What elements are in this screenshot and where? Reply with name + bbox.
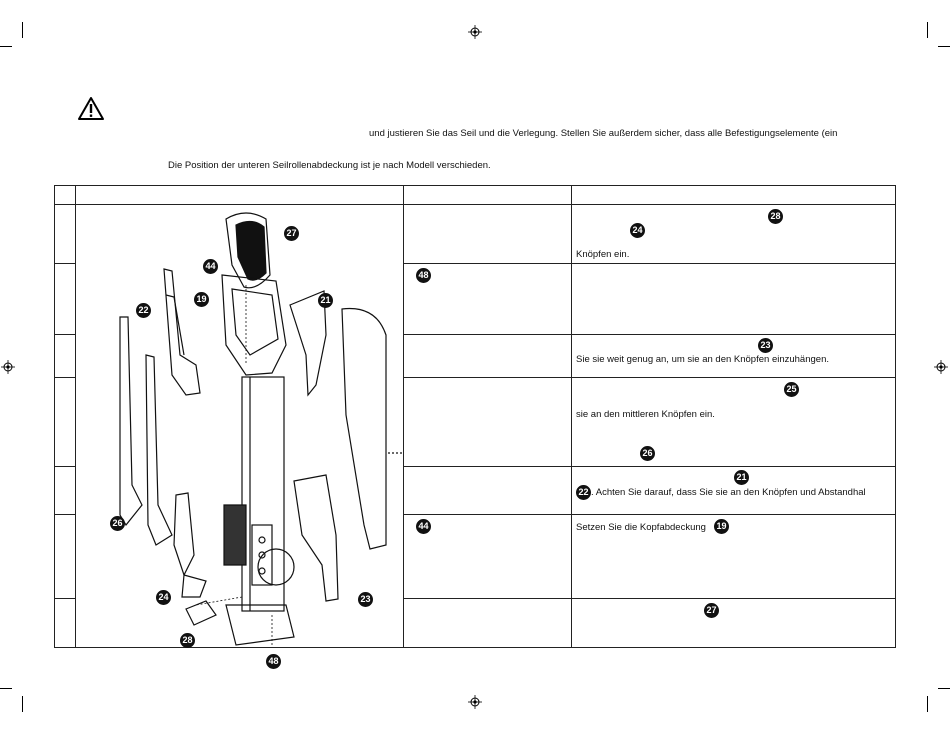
callout-badge: 23 — [358, 592, 373, 607]
table-row: 23 Sie sie weit genug an, um sie an den … — [54, 334, 896, 378]
step-number-cell — [54, 514, 76, 599]
callout-badge: 26 — [110, 516, 125, 531]
warning-triangle-icon — [78, 97, 104, 120]
intro-text: und justieren Sie das Seil und die Verle… — [369, 128, 838, 139]
step-number-cell — [54, 466, 76, 515]
header-cell — [75, 185, 404, 205]
middle-cell — [403, 377, 572, 467]
callout-badge: 21 — [318, 293, 333, 308]
middle-cell — [403, 466, 572, 515]
callout-badge: 22 — [136, 303, 151, 318]
part-badge: 48 — [416, 268, 431, 283]
instruction-table: 27 44 19 22 21 26 24 28 48 23 28 24 Knöp… — [54, 185, 896, 669]
header-cell — [54, 185, 76, 205]
table-row: 27 44 19 22 21 26 24 28 48 23 28 24 Knöp… — [54, 204, 896, 669]
table-row: 44 Setzen Sie die Kopfabdeckung 19 — [54, 514, 896, 599]
registration-mark-icon — [468, 695, 482, 709]
crop-mark — [927, 22, 928, 38]
instruction-text: Setzen Sie die Kopfabdeckung — [576, 522, 706, 533]
table-row: 25 sie an den mittleren Knöpfen ein. 26 — [54, 377, 896, 467]
part-badge: 21 — [734, 470, 749, 485]
header-cell — [571, 185, 896, 205]
crop-mark — [0, 46, 12, 47]
callout-badge: 24 — [156, 590, 171, 605]
part-badge: 26 — [640, 446, 655, 461]
table-row: 21 22 . Achten Sie darauf, dass Sie sie … — [54, 466, 896, 515]
callout-badge: 27 — [284, 226, 299, 241]
crop-mark — [22, 696, 23, 712]
instruction-cell: Setzen Sie die Kopfabdeckung 19 — [571, 514, 896, 599]
instruction-cell: 28 24 Knöpfen ein. — [571, 204, 896, 264]
registration-mark-icon — [934, 360, 948, 374]
crop-mark — [0, 688, 12, 689]
table-row: 27 — [54, 598, 896, 648]
callout-badge: 44 — [203, 259, 218, 274]
middle-cell: 48 — [403, 263, 572, 335]
instruction-text: Sie sie weit genug an, um sie an den Knö… — [576, 354, 829, 365]
instruction-text: Knöpfen ein. — [576, 249, 630, 260]
registration-mark-icon — [1, 360, 15, 374]
instruction-cell: 25 sie an den mittleren Knöpfen ein. 26 — [571, 377, 896, 467]
crop-mark — [22, 22, 23, 38]
header-cell — [403, 185, 572, 205]
instruction-text: sie an den mittleren Knöpfen ein. — [576, 409, 715, 420]
part-badge: 19 — [714, 519, 729, 534]
note-text: Die Position der unteren Seilrollenabdec… — [168, 160, 491, 171]
middle-cell — [403, 204, 572, 264]
part-badge: 24 — [630, 223, 645, 238]
instruction-text: . Achten Sie darauf, dass Sie sie an den… — [591, 487, 866, 498]
middle-cell: 44 — [403, 514, 572, 599]
instruction-cell: 27 — [571, 598, 896, 648]
callout-badge: 28 — [180, 633, 195, 648]
middle-cell — [403, 598, 572, 648]
crop-mark — [927, 696, 928, 712]
middle-cell — [403, 334, 572, 378]
part-badge: 22 — [576, 485, 591, 500]
table-row: 48 — [54, 263, 896, 335]
part-badge: 28 — [768, 209, 783, 224]
registration-mark-icon — [468, 25, 482, 39]
crop-mark — [938, 688, 950, 689]
step-number-cell — [54, 377, 76, 467]
part-badge: 25 — [784, 382, 799, 397]
table-header-row — [54, 185, 896, 205]
step-number-cell — [54, 263, 76, 335]
step-number-cell — [54, 334, 76, 378]
exploded-view-diagram — [119, 212, 402, 646]
diagram-cell: 27 44 19 22 21 26 24 28 48 23 — [75, 204, 404, 669]
callout-badge: 19 — [194, 292, 209, 307]
instruction-cell — [571, 263, 896, 335]
step-number-cell — [54, 598, 76, 648]
callout-badge: 48 — [266, 654, 281, 669]
crop-mark — [938, 46, 950, 47]
instruction-cell: 21 22 . Achten Sie darauf, dass Sie sie … — [571, 466, 896, 515]
part-badge: 27 — [704, 603, 719, 618]
part-badge: 44 — [416, 519, 431, 534]
instruction-cell: 23 Sie sie weit genug an, um sie an den … — [571, 334, 896, 378]
step-number-cell — [54, 204, 76, 264]
part-badge: 23 — [758, 338, 773, 353]
